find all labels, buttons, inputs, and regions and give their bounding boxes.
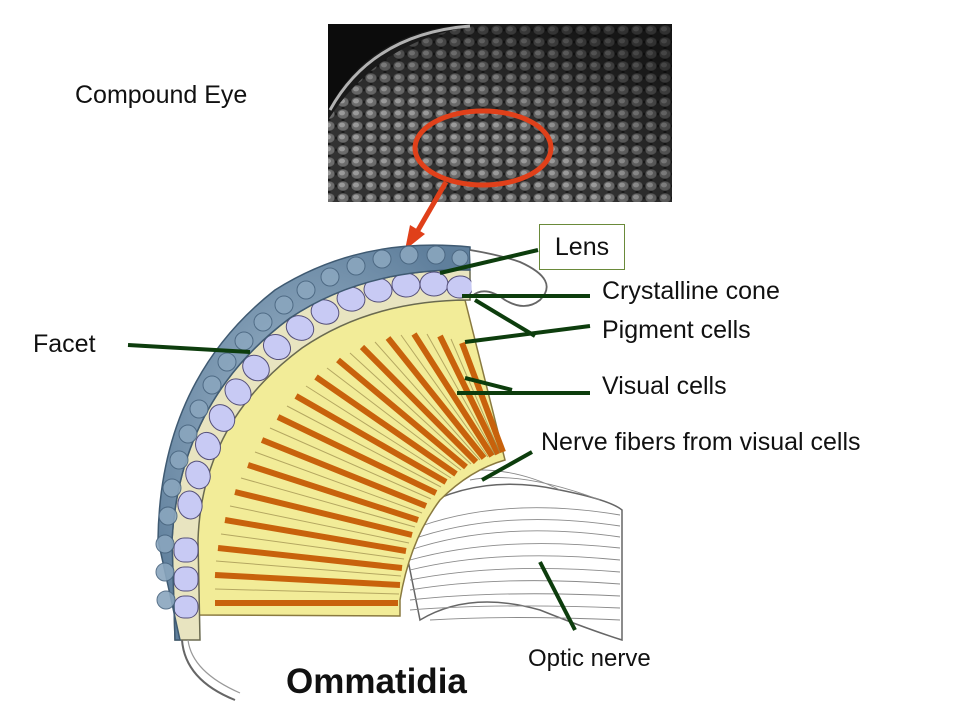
compound-eye-title: Compound Eye (75, 81, 248, 109)
pigment-cells-label: Pigment cells (602, 316, 751, 344)
leader-pigment-a (464, 324, 591, 344)
pointer-arrow (414, 180, 449, 234)
leader-pigment-b (473, 298, 537, 338)
leader-optic-nerve (538, 561, 577, 631)
nerve-fibers-label: Nerve fibers from visual cells (541, 428, 861, 456)
leader-visual-b (464, 376, 513, 392)
leader-nerve-fibers (481, 450, 533, 482)
leader-lines (127, 248, 591, 631)
ommatidia-title: Ommatidia (286, 662, 467, 701)
pointer-arrowhead (405, 225, 425, 250)
visual-cells-label: Visual cells (602, 372, 727, 400)
lens-label: Lens (539, 224, 625, 270)
highlight-ellipse (412, 108, 554, 188)
facet-label: Facet (33, 330, 96, 358)
crystalline-cone-label: Crystalline cone (602, 277, 780, 305)
leader-facet (127, 343, 251, 354)
lens-label-text: Lens (554, 232, 610, 261)
ommatidia-section (155, 244, 623, 701)
leader-lens (439, 248, 539, 275)
optic-nerve-label: Optic nerve (528, 645, 651, 672)
